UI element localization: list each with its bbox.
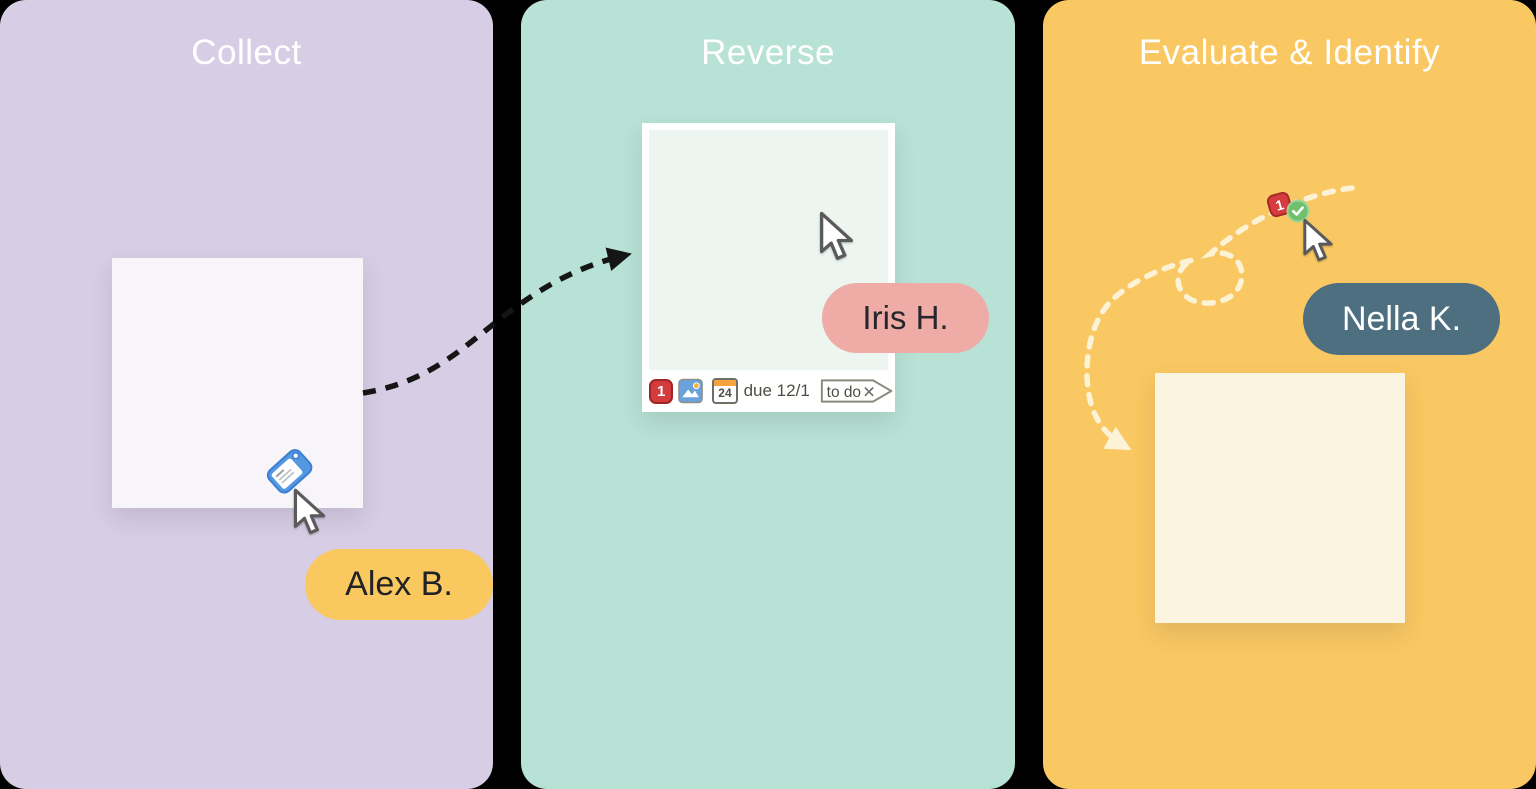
sticky-note-evaluate[interactable]: [1155, 373, 1405, 623]
cursor-pointer-icon: [1299, 218, 1337, 265]
column-title-reverse: Reverse: [701, 33, 835, 72]
tag-icon: [266, 449, 313, 494]
sticky-note-collect[interactable]: [112, 258, 363, 508]
user-name: Nella K.: [1341, 299, 1462, 338]
due-date-label: due 12/1: [743, 381, 810, 400]
user-pill-iris: Iris H.: [822, 283, 989, 353]
todo-tag-remove-icon[interactable]: ✕: [862, 384, 875, 401]
cursor-pointer-icon: [289, 488, 330, 538]
todo-tag[interactable]: to do ✕: [818, 377, 895, 405]
column-title-collect: Collect: [191, 33, 302, 72]
calendar-day: 24: [718, 386, 732, 400]
user-name: Alex B.: [345, 565, 453, 603]
sticky-note-reverse[interactable]: 1 24 due 12/1 to do ✕: [642, 123, 895, 412]
user-name: Iris H.: [862, 299, 949, 336]
column-title-evaluate: Evaluate & Identify: [1138, 33, 1441, 72]
user-pill-nella: Nella K.: [1303, 283, 1500, 355]
calendar-icon[interactable]: 24: [712, 378, 738, 404]
cursor-pointer-icon: [815, 211, 858, 264]
image-icon[interactable]: [678, 378, 704, 404]
note-toolbar: 1 24 due 12/1 to do ✕: [642, 370, 895, 412]
count-badge[interactable]: 1: [649, 378, 674, 404]
user-pill-alex: Alex B.: [305, 549, 493, 620]
todo-tag-label: to do: [826, 384, 860, 401]
calendar-header: [714, 380, 736, 386]
